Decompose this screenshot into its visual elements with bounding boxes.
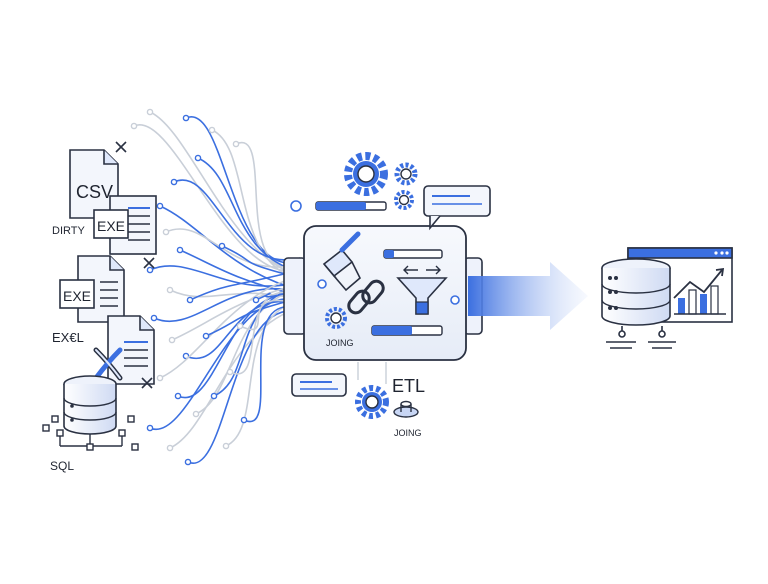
flow-node	[192, 410, 200, 418]
flow-node	[236, 322, 244, 330]
flow-node	[150, 314, 158, 322]
close-icon	[143, 257, 155, 269]
flow-line	[225, 299, 301, 447]
progress-slider	[383, 249, 443, 259]
flow-node	[166, 444, 174, 452]
close-icon	[141, 377, 153, 389]
progress-slider-bottom	[371, 325, 443, 336]
flow-line	[211, 129, 301, 281]
flow-node	[168, 336, 176, 344]
flow-line	[159, 205, 301, 291]
dirty-label: DIRTY	[52, 225, 85, 237]
flow-node	[170, 178, 178, 186]
sql-label: SQL	[50, 459, 74, 473]
flow-line	[149, 297, 301, 431]
flow-node	[186, 296, 194, 304]
flow-node	[146, 108, 154, 116]
flow-node	[174, 392, 182, 400]
flow-node	[222, 442, 230, 450]
flow-line	[149, 265, 301, 287]
brush-icon	[322, 231, 361, 292]
flow-line	[171, 283, 301, 341]
exe-mid-label: EXE	[63, 288, 91, 304]
network-nodes	[42, 415, 139, 451]
message-bubble-icon	[291, 373, 347, 397]
spreadsheet-file-icon	[93, 315, 155, 385]
gear-icon-small	[394, 162, 418, 186]
flow-node	[226, 368, 234, 376]
flow-line	[221, 245, 301, 279]
processor-input-port	[283, 257, 307, 335]
flow-line	[197, 157, 301, 273]
funnel-icon	[396, 277, 448, 315]
flow-node	[208, 126, 216, 134]
swap-arrows-icon	[403, 265, 441, 275]
data-warehouse-icon	[601, 258, 671, 326]
excel-label: EX€L	[52, 330, 84, 345]
node-dot	[450, 295, 460, 305]
excel-x-icon	[93, 347, 123, 381]
joining-label-below: JOING	[394, 428, 422, 438]
flow-line	[229, 291, 301, 375]
flow-node	[210, 392, 218, 400]
flow-node	[156, 202, 164, 210]
flow-line	[187, 310, 301, 464]
flow-line	[239, 299, 301, 331]
flow-node	[252, 296, 260, 304]
flow-line	[255, 289, 301, 301]
flow-line	[159, 275, 301, 379]
flow-arrow	[468, 262, 588, 330]
flow-node	[182, 114, 190, 122]
exe-file-icon-mid: EXE	[59, 255, 125, 323]
flow-node	[232, 140, 240, 148]
csv-label: CSV	[76, 182, 113, 202]
joining-label: JOING	[326, 338, 354, 348]
csv-file-icon: CSV	[69, 149, 119, 219]
chain-link-icon	[347, 279, 385, 315]
node-dot	[317, 279, 327, 289]
gear-icon-small	[394, 190, 414, 210]
flow-line	[169, 307, 301, 449]
flow-node	[130, 122, 138, 130]
server-stand	[606, 326, 676, 349]
database-icon	[63, 375, 117, 435]
message-bubble-icon	[423, 185, 491, 231]
flow-node	[166, 286, 174, 294]
etl-label: ETL	[392, 376, 425, 396]
flow-node	[218, 242, 226, 250]
flow-node	[240, 416, 248, 424]
flow-line	[205, 297, 301, 337]
cylinder-icon	[393, 400, 419, 418]
flow-node	[184, 458, 192, 466]
flow-node	[162, 228, 170, 236]
flow-node	[176, 246, 184, 254]
flow-line	[243, 305, 301, 423]
gear-icon	[325, 307, 347, 329]
data-flow-lines	[130, 108, 301, 466]
flow-node	[146, 424, 154, 432]
flow-node	[202, 332, 210, 340]
exe-file-icon: EXE	[93, 195, 157, 255]
gear-icon-bottom	[355, 385, 389, 419]
flow-line	[235, 141, 301, 269]
exe-top-label: EXE	[97, 218, 125, 234]
flow-line	[189, 269, 301, 301]
flow-node	[156, 374, 164, 382]
flow-line	[153, 287, 301, 323]
close-icon	[115, 141, 127, 153]
flow-line	[149, 111, 301, 277]
line-chart-icon	[673, 267, 726, 315]
progress-bar-top	[315, 201, 387, 211]
gear-icon-large	[344, 152, 388, 196]
flow-node	[194, 154, 202, 162]
node-dot	[290, 200, 302, 212]
flow-line	[173, 179, 301, 261]
flow-node	[146, 266, 154, 274]
flow-line	[185, 300, 301, 360]
